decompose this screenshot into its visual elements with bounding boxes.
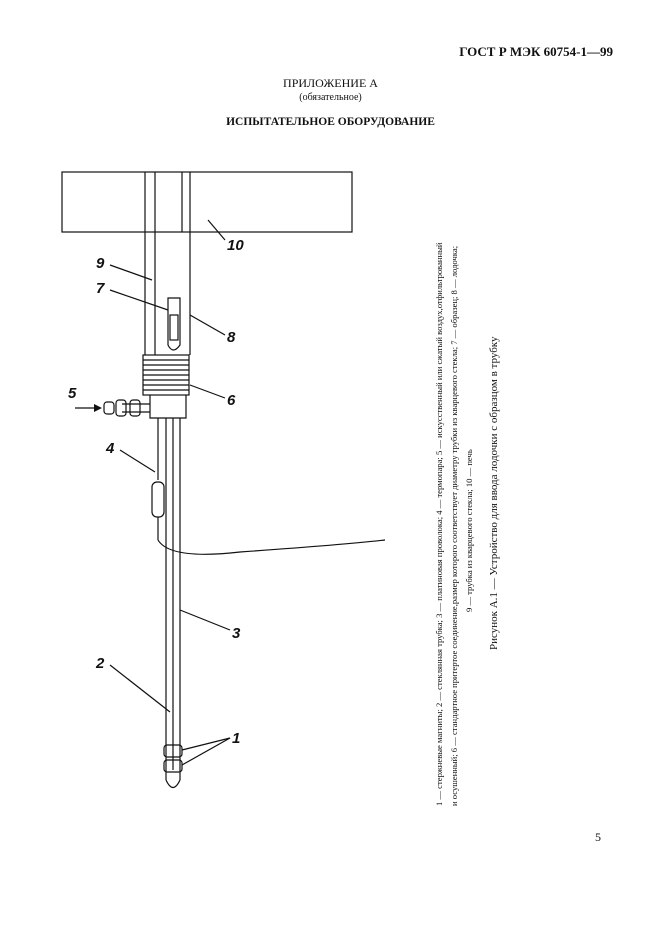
boat-shape — [167, 297, 181, 351]
label-10: 10 — [227, 237, 244, 254]
label-6: 6 — [227, 392, 236, 409]
furnace-shape — [61, 171, 353, 233]
figure-caption: Рисунок А.1 — Устройство для ввода лодоч… — [488, 336, 500, 651]
appendix-subtitle: (обязательное) — [299, 92, 362, 103]
label-7: 7 — [96, 280, 105, 297]
label-4: 4 — [105, 440, 115, 457]
label-9: 9 — [96, 255, 105, 272]
legend-line-3: 9 — трубка из кварцевого стекла; 10 — пе… — [464, 449, 474, 612]
label-5: 5 — [68, 385, 77, 402]
page-number: 5 — [595, 830, 601, 844]
apparatus-drawing: 1 2 3 4 5 6 7 8 9 10 — [61, 171, 386, 789]
document-code: ГОСТ Р МЭК 60754-1—99 — [459, 44, 613, 59]
label-3: 3 — [232, 625, 241, 642]
thermocouple-shape — [151, 481, 165, 518]
appendix-title: ПРИЛОЖЕНИЕ А — [283, 76, 378, 90]
sample-shape — [169, 314, 179, 341]
section-title: ИСПЫТАТЕЛЬНОЕ ОБОРУДОВАНИЕ — [226, 116, 435, 128]
magnet-shape — [163, 744, 183, 758]
label-8: 8 — [227, 329, 236, 346]
label-1: 1 — [232, 730, 240, 747]
label-2: 2 — [95, 655, 105, 672]
legend-line-1: 1 — стержневые магниты; 2 — стеклянная т… — [434, 242, 444, 807]
legend-line-2: и осушенный; 6 — стандартное притертое с… — [449, 245, 459, 806]
